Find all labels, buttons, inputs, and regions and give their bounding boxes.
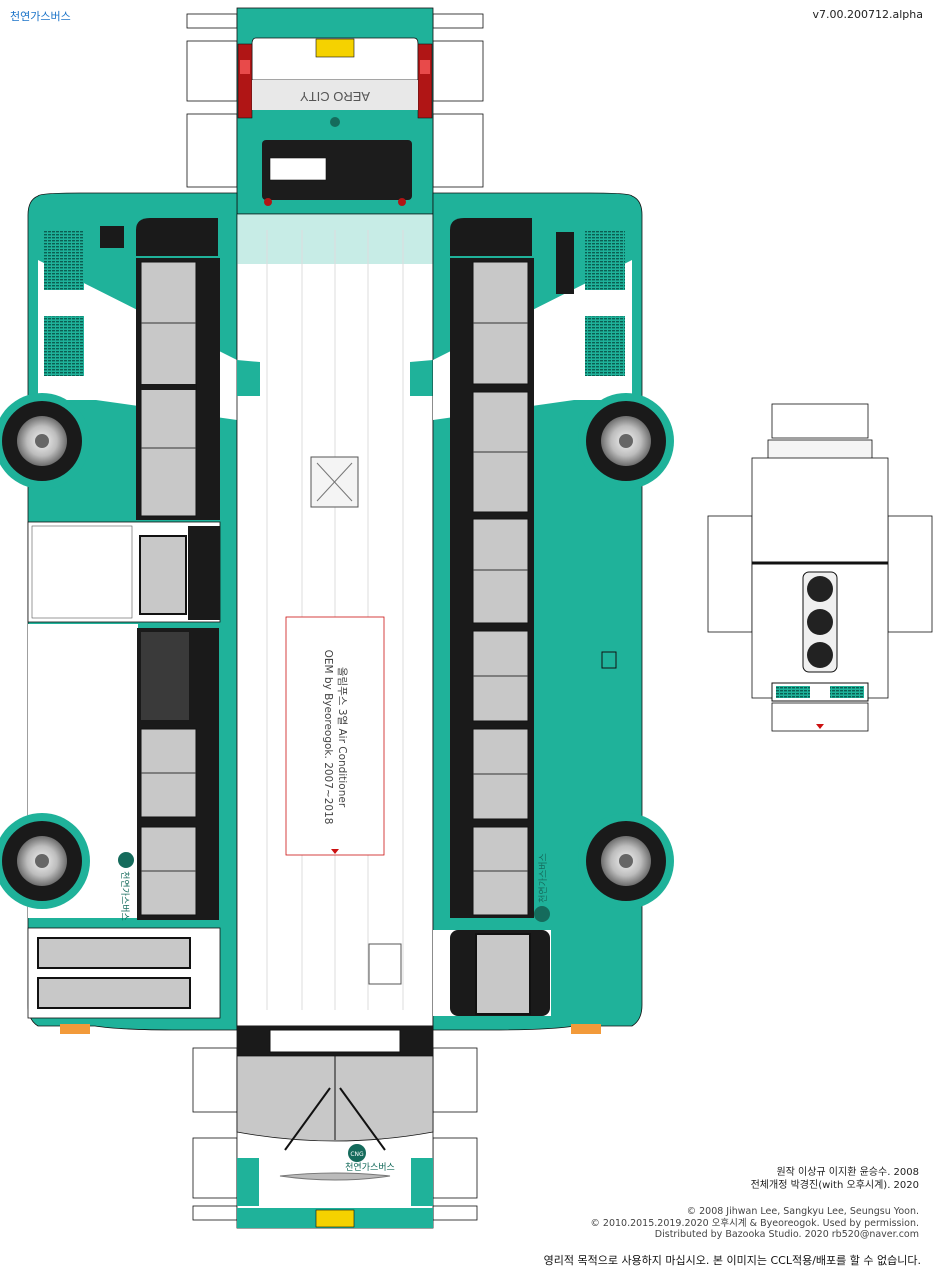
right-cng-logo: 천연가스버스 <box>534 853 550 922</box>
right-wheel-rear <box>578 393 674 489</box>
left-window-strip <box>136 218 220 916</box>
revision-label: 전체개정 <box>750 1180 788 1191</box>
copyright-block: © 2008 Jihwan Lee, Sangkyu Lee, Seungsu … <box>590 1206 919 1241</box>
credit-block: 원작 이상규 이지환 윤승수. 2008 전체개정 박경진(with 오후시계)… <box>751 1166 919 1192</box>
ac-label-line1: 올림푸스 3열 Air Conditioner <box>336 666 348 808</box>
rear-model-text: AERO CITY <box>300 89 370 104</box>
roof-panel <box>236 213 434 1027</box>
usage-notice: 영리적 목적으로 사용하지 마십시오. 본 이미지는 CCL적용/배포를 할 수… <box>543 1254 921 1267</box>
copyright-line-3: Distributed by Bazooka Studio. 2020 rb52… <box>654 1229 919 1240</box>
revision-names: 박경진(with 오후시계). 2020 <box>790 1180 919 1191</box>
left-logo-text: 천연가스버스 <box>119 871 130 921</box>
copyright-line-1: © 2008 Jihwan Lee, Sangkyu Lee, Seungsu … <box>686 1206 919 1217</box>
original-names: 이상규 이지환 윤승수. 2008 <box>798 1167 919 1178</box>
page-title: 천연가스버스 <box>10 10 71 23</box>
ac-label-box: 올림푸스 3열 Air Conditioner OEM by Byeoreogo… <box>286 620 384 854</box>
front-logo-badge: CNG <box>350 1151 364 1158</box>
left-wheel-rear <box>0 393 90 489</box>
original-label: 원작 <box>776 1167 795 1178</box>
front-panel <box>192 1025 478 1229</box>
ac-label-line2: OEM by Byeoreogok. 2007~2018 <box>322 649 334 825</box>
right-window-strip <box>450 218 534 918</box>
left-wheel-front <box>0 813 90 909</box>
roof-unit <box>707 403 933 732</box>
right-wheel-front <box>578 813 674 909</box>
copyright-line-2: © 2010.2015.2019.2020 오후시계 & Byeoreogok.… <box>590 1217 919 1229</box>
left-cng-logo: 천연가스버스 <box>118 852 134 921</box>
version-label: v7.00.200712.alpha <box>812 8 923 21</box>
front-logo-text: 천연가스버스 <box>345 1162 395 1173</box>
rear-panel <box>186 7 484 215</box>
right-logo-text: 천연가스버스 <box>538 853 549 903</box>
